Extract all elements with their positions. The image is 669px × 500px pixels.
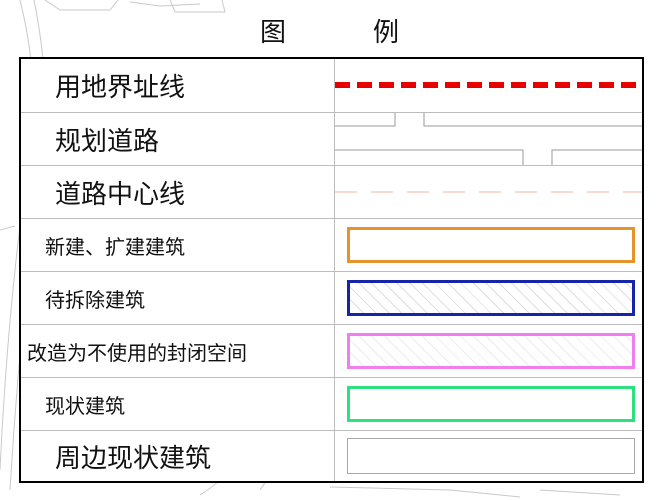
legend-title-right: 例 bbox=[373, 18, 400, 48]
new-building-swatch bbox=[347, 227, 635, 263]
column-divider bbox=[334, 59, 335, 481]
boundary-line-symbol bbox=[335, 59, 642, 112]
legend-label: 规划道路 bbox=[55, 126, 160, 157]
surrounding-building-swatch bbox=[347, 438, 635, 474]
demolish-swatch bbox=[347, 280, 635, 316]
legend-title-left: 图 bbox=[260, 18, 287, 48]
centerline-symbol bbox=[335, 166, 642, 218]
legend-table: 用地界址线 规划道路 道路中心线 bbox=[19, 57, 644, 483]
legend-label: 待拆除建筑 bbox=[45, 287, 145, 312]
legend-label: 新建、扩建建筑 bbox=[45, 234, 185, 259]
legend-row-demolish: 待拆除建筑 bbox=[21, 271, 642, 324]
legend-row-boundary: 用地界址线 bbox=[21, 59, 642, 112]
legend-label: 道路中心线 bbox=[55, 179, 186, 210]
legend-row-new-building: 新建、扩建建筑 bbox=[21, 218, 642, 271]
existing-building-swatch bbox=[347, 386, 635, 422]
legend-row-enclosed-space: 改造为不使用的封闭空间 bbox=[21, 324, 642, 377]
legend-label: 周边现状建筑 bbox=[55, 443, 212, 474]
legend-row-centerline: 道路中心线 bbox=[21, 165, 642, 218]
road-symbol bbox=[335, 113, 642, 166]
legend-row-existing-building: 现状建筑 bbox=[21, 377, 642, 430]
legend-row-road: 规划道路 bbox=[21, 112, 642, 166]
legend-row-surrounding-building: 周边现状建筑 bbox=[21, 430, 642, 481]
legend-label: 用地界址线 bbox=[55, 73, 186, 103]
enclosed-space-swatch bbox=[347, 333, 635, 369]
legend-label: 现状建筑 bbox=[45, 393, 125, 418]
legend-label: 改造为不使用的封闭空间 bbox=[27, 340, 247, 365]
